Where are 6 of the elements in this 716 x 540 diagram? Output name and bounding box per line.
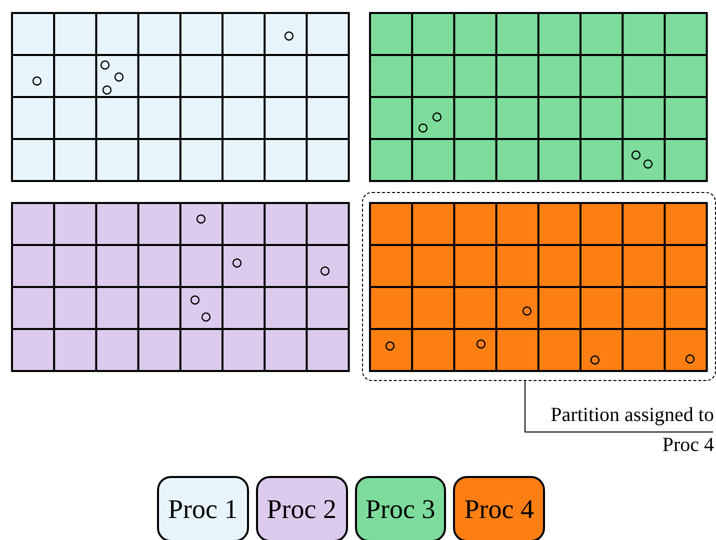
legend-item: Proc 3 — [354, 476, 446, 540]
leader-line — [524, 380, 714, 432]
legend-item: Proc 1 — [157, 476, 249, 540]
callout-label: Partition assigned to Proc 4 — [550, 403, 714, 458]
legend-item: Proc 2 — [256, 476, 348, 540]
legend-item: Proc 4 — [453, 476, 545, 540]
